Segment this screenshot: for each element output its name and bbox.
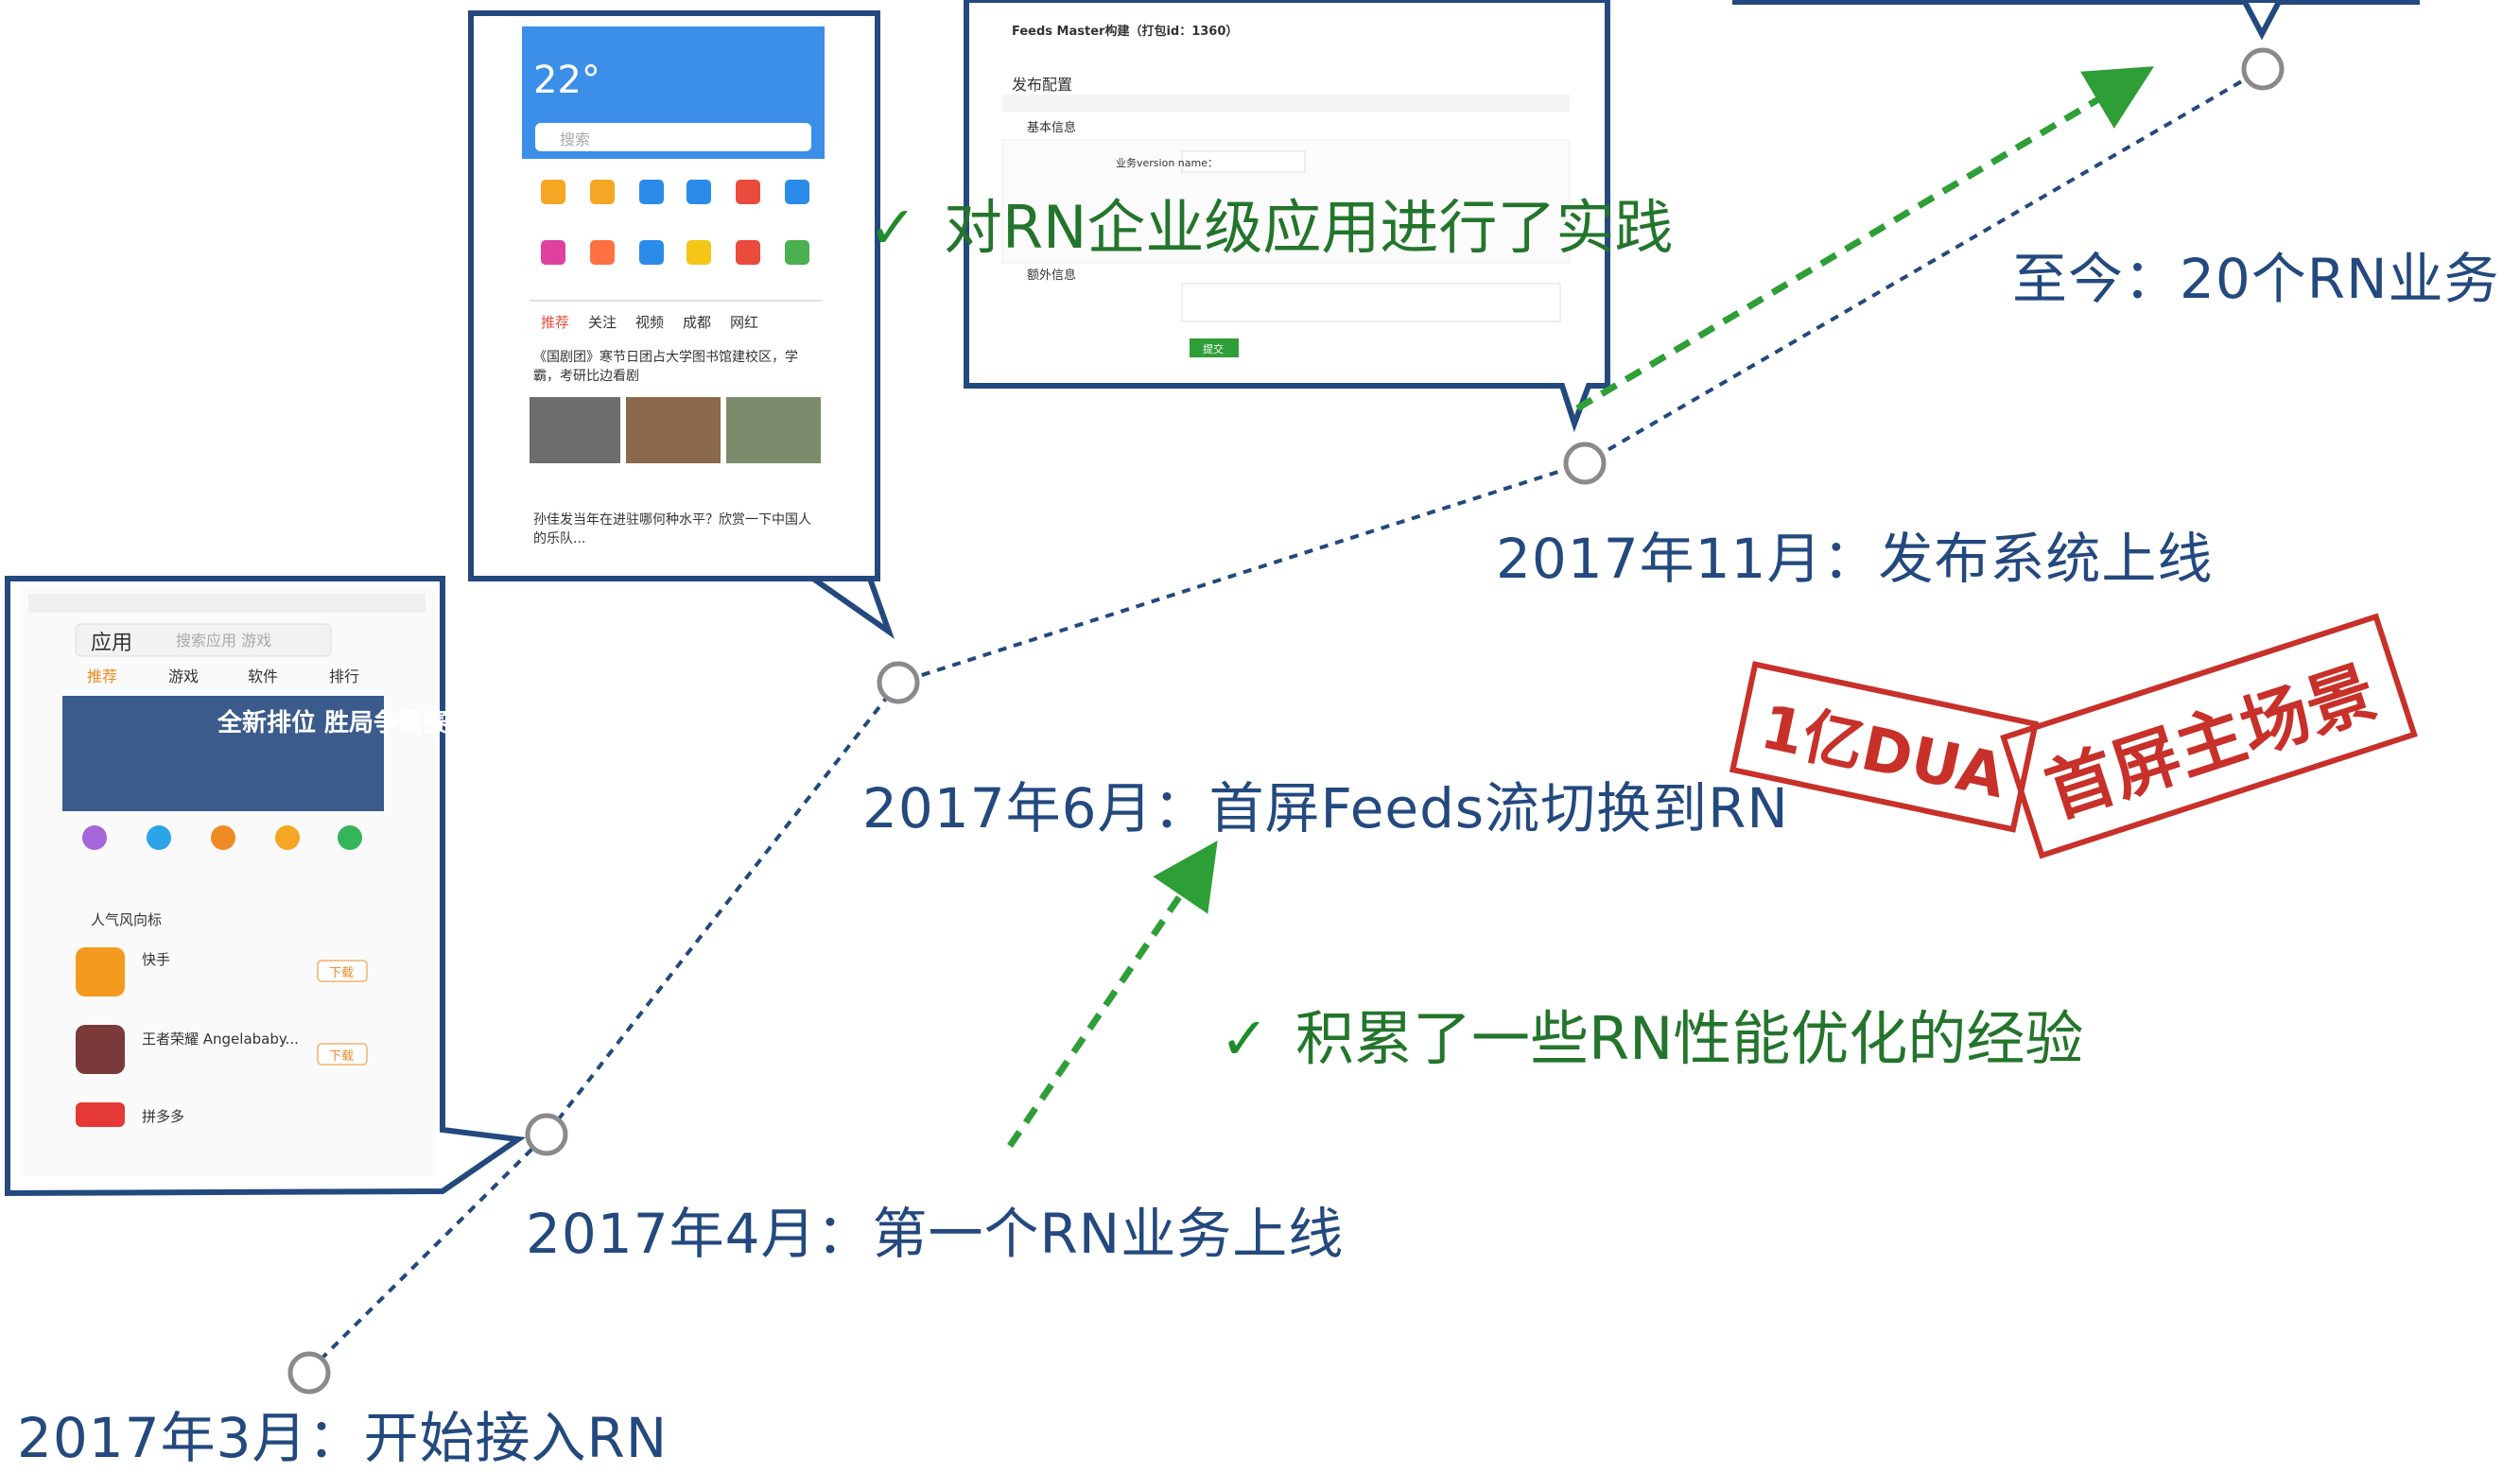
home-search-input[interactable]: 搜索: [560, 130, 591, 148]
feeds-master-title: Feeds Master构建（打包id：1360）: [1012, 25, 1239, 39]
feeds-master-section: 发布配置: [1012, 76, 1073, 94]
app-item-1: 王者荣耀 Angelababy...: [142, 1031, 299, 1048]
app-store-tab-0[interactable]: 推荐: [87, 667, 118, 685]
progress-arrow-1: [1007, 840, 1218, 1148]
progress-arrow-2: [1575, 66, 2155, 412]
app-store-tab-3[interactable]: 排行: [329, 667, 360, 685]
home-tab-4[interactable]: 网红: [730, 314, 759, 331]
feeds-master-screenshot: [964, 0, 1610, 433]
node-now: [2241, 47, 2285, 91]
node-2017-06: [877, 661, 920, 704]
feeds-master-extra: 额外信息: [1027, 269, 1077, 283]
milestone-label-2017-03: 2017年3月：开始接入RN: [17, 1406, 669, 1470]
app-store-banner-text: 全新排位 胜局争霸赛: [217, 709, 448, 737]
home-temperature: 22°: [533, 59, 600, 102]
achievement-text: 积累了一些RN性能优化的经验: [1295, 1004, 2084, 1073]
app-download-button[interactable]: 下载: [329, 1049, 355, 1064]
home-tab-1[interactable]: 关注: [588, 314, 617, 331]
node-2017-11: [1563, 442, 1607, 485]
home-tab-2[interactable]: 视频: [635, 314, 665, 331]
achievement-performance: ✓ 积累了一些RN性能优化的经验: [1220, 991, 2083, 1076]
home-tab-3[interactable]: 成都: [683, 314, 712, 331]
app-store-section: 人气风向标: [91, 911, 163, 928]
checkmark-icon: ✓: [868, 193, 917, 262]
node-2017-03: [287, 1351, 331, 1395]
milestone-label-2017-11: 2017年11月：发布系统上线: [1496, 527, 2214, 591]
milestone-label-2017-04: 2017年4月：第一个RN业务上线: [526, 1202, 1345, 1266]
home-news-2[interactable]: 孙佳发当年在进驻哪何种水平？欣赏一下中国人的乐队...: [533, 512, 811, 546]
feeds-master-version-label: 业务version name：: [1116, 157, 1218, 169]
app-store-tab-2[interactable]: 软件: [248, 667, 279, 685]
current-screenshot: [1732, 0, 2420, 41]
milestone-label-2017-06: 2017年6月：首屏Feeds流切换到RN: [862, 776, 1789, 840]
app-item-2: 拼多多: [142, 1108, 185, 1125]
achievement-enterprise: ✓ 对RN企业级应用进行了实践: [868, 180, 1673, 265]
feeds-master-submit-button[interactable]: 提交: [1203, 343, 1224, 355]
node-2017-04: [525, 1113, 568, 1156]
home-news-1[interactable]: 《国剧团》寒节日团占大学图书馆建校区，学霸，考研比边看剧: [533, 350, 798, 384]
app-download-button[interactable]: 下载: [329, 966, 355, 980]
feeds-master-basic: 基本信息: [1027, 121, 1077, 135]
checkmark-icon: ✓: [1220, 1004, 1269, 1073]
app-store-tab-1[interactable]: 游戏: [168, 667, 200, 685]
milestone-label-now: 至今：20个RN业务: [2012, 247, 2500, 311]
app-store-screenshot: [5, 576, 527, 1197]
home-tab-0[interactable]: 推荐: [541, 314, 570, 331]
app-store-title: 应用: [91, 632, 133, 655]
app-item-0: 快手: [142, 951, 171, 968]
home-screenshot: [468, 10, 895, 639]
app-store-search-input[interactable]: 搜索应用 游戏: [176, 632, 272, 650]
achievement-text: 对RN企业级应用进行了实践: [943, 193, 1674, 262]
